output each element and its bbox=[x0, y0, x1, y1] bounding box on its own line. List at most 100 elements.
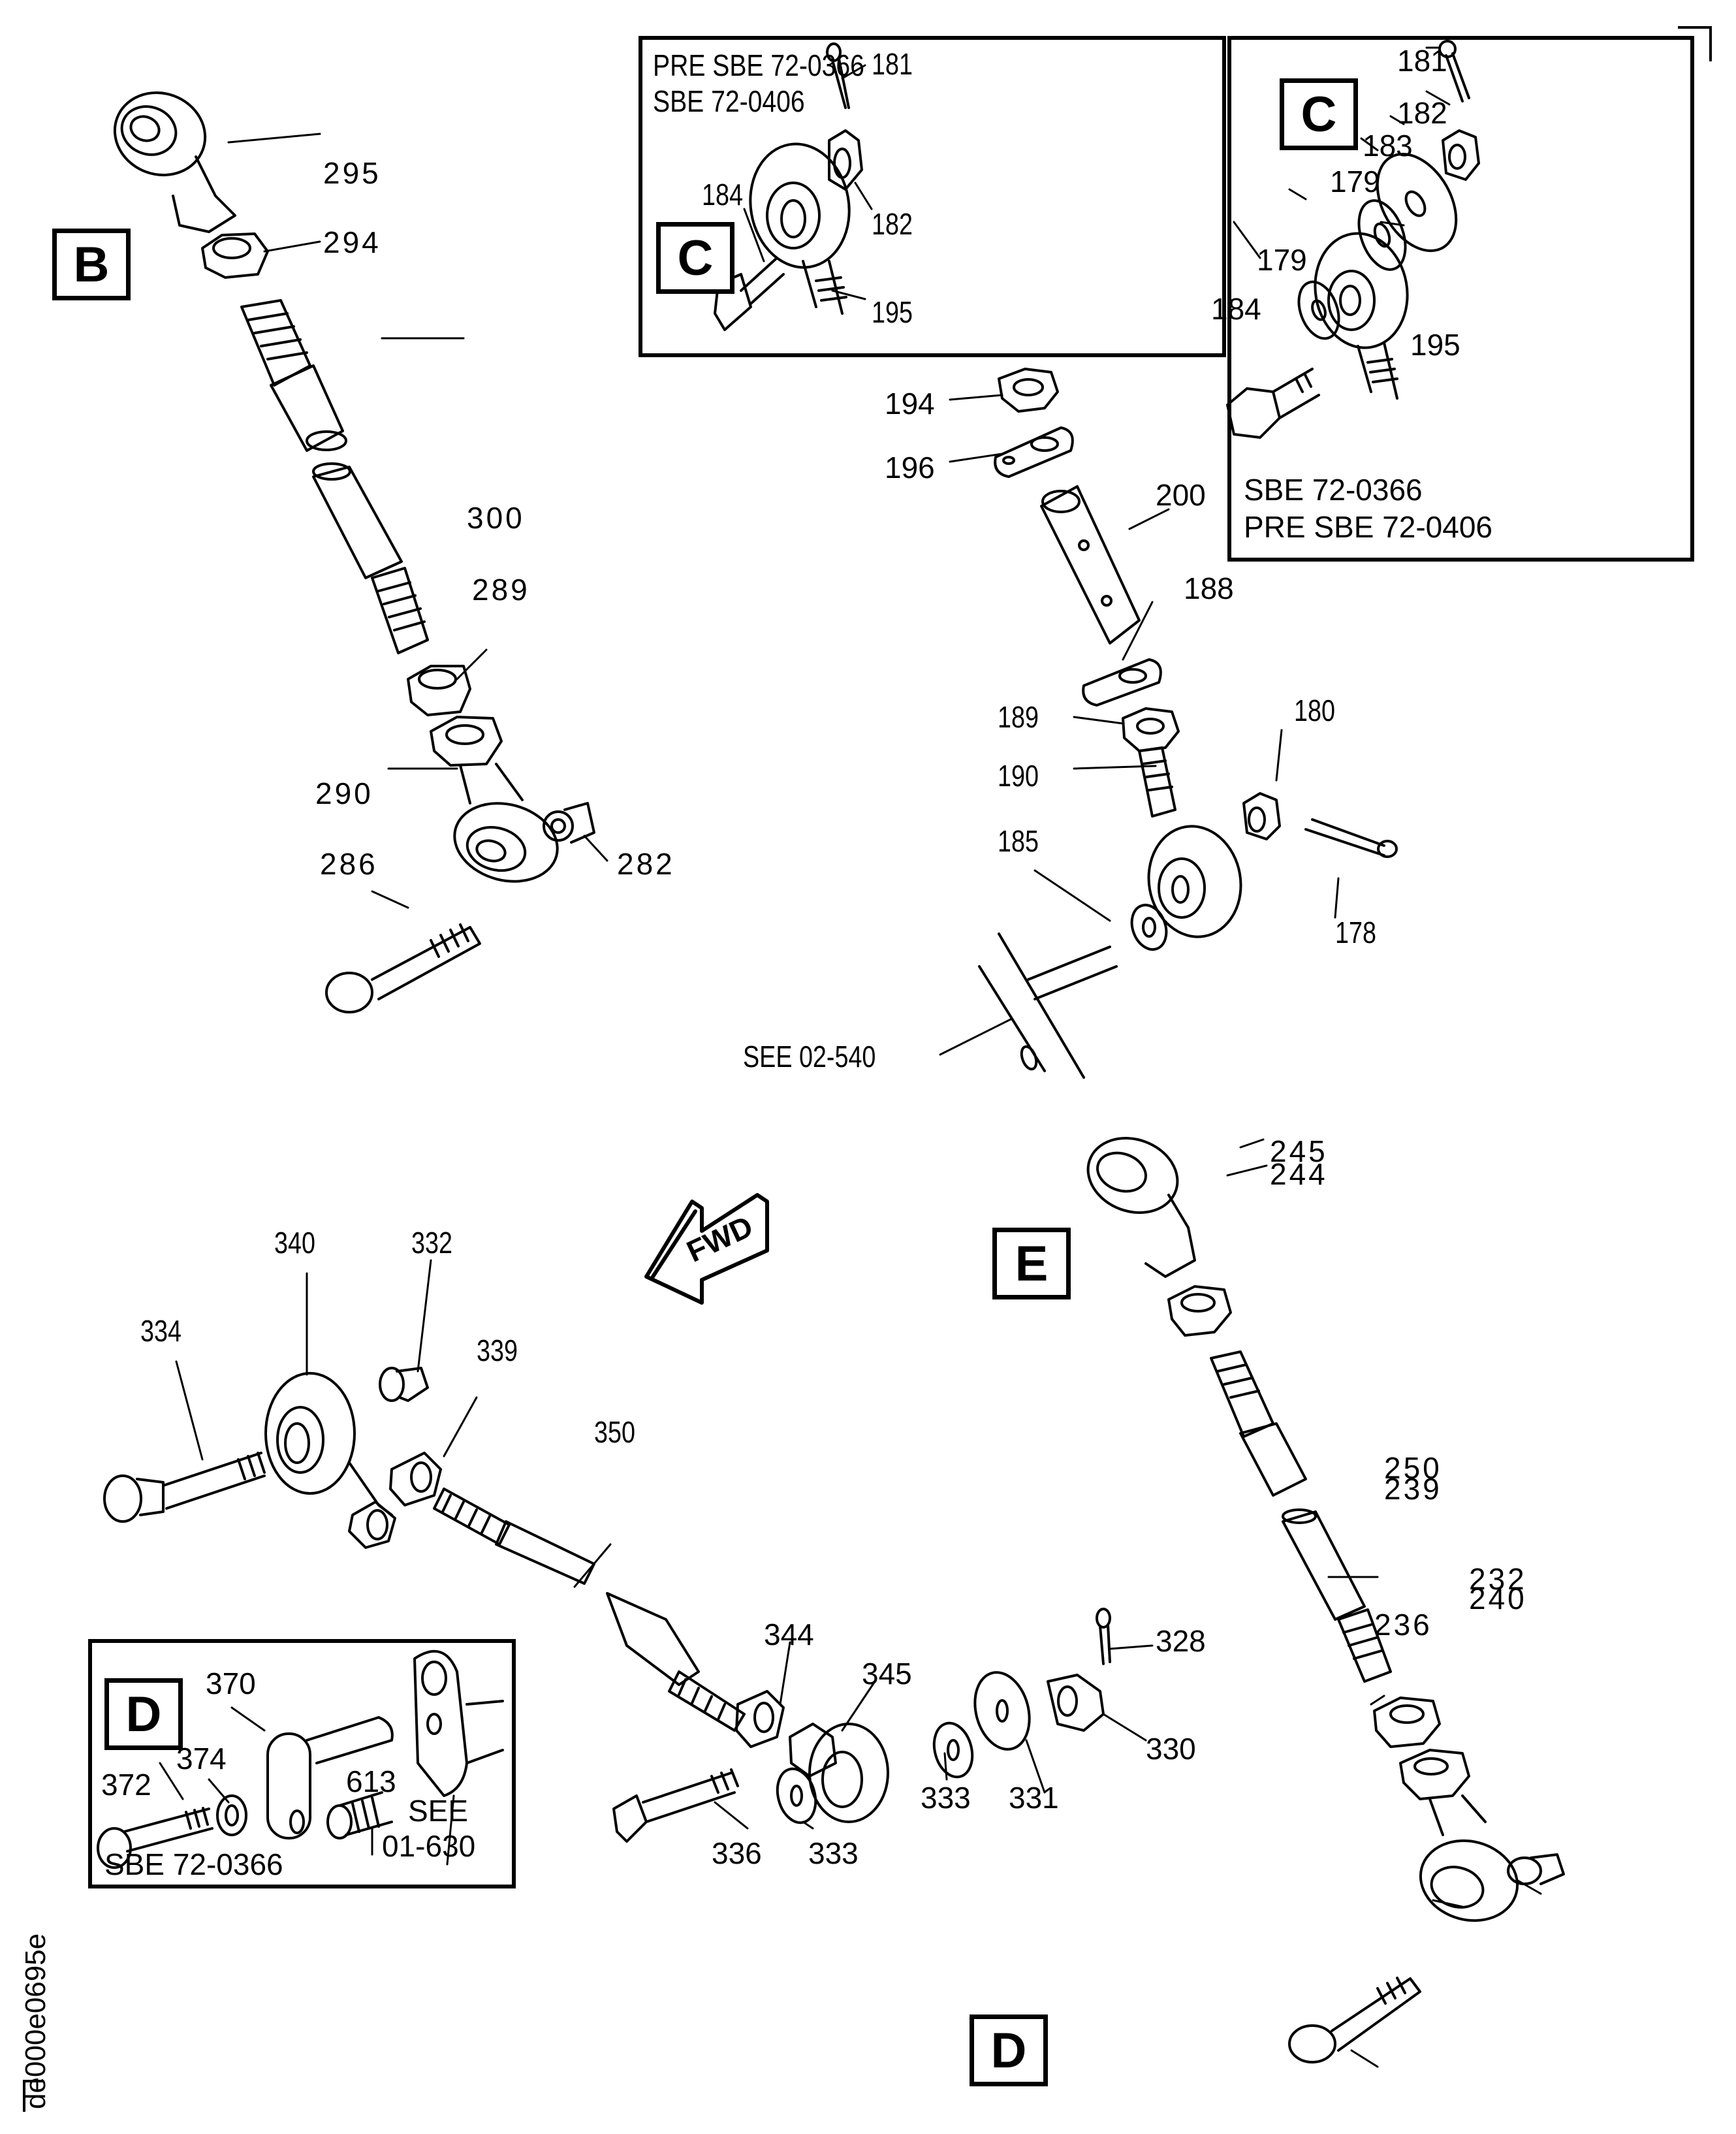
view-label-d-inset: D bbox=[104, 1678, 183, 1750]
inset-c-pre-note-1: PRE SBE 72-0366 bbox=[653, 48, 864, 82]
inset-d-assembly bbox=[97, 1649, 504, 1869]
callout-236: 236 bbox=[1374, 1608, 1432, 1642]
structure-02-540 bbox=[978, 932, 1118, 1079]
callout-195-pre: 195 bbox=[872, 295, 913, 329]
see-02-540-reference: SEE 02-540 bbox=[743, 1040, 876, 1074]
inset-c-pre-frame bbox=[639, 36, 1226, 357]
callout-181-pre: 181 bbox=[872, 47, 913, 81]
cotter-pin-181-pre bbox=[826, 42, 850, 109]
callout-372: 372 bbox=[101, 1768, 151, 1802]
callout-294: 294 bbox=[323, 225, 381, 259]
rod-end-240 bbox=[1399, 1749, 1519, 1922]
view-label-c-pre: C bbox=[656, 222, 734, 294]
tube-300 bbox=[312, 462, 429, 654]
callout-189: 189 bbox=[998, 700, 1039, 734]
self-locking-nut-282 bbox=[543, 802, 595, 844]
bolt-236 bbox=[1288, 1977, 1421, 2063]
callout-374: 374 bbox=[176, 1742, 227, 1776]
callout-182-pre: 182 bbox=[872, 207, 913, 241]
inset-c-post-note-1: SBE 72-0366 bbox=[1244, 473, 1423, 507]
crop-mark-top-right bbox=[1678, 26, 1712, 61]
view-d-assembly bbox=[103, 1259, 1154, 1843]
callout-295: 295 bbox=[323, 156, 381, 190]
drawing-id: de000e0695e bbox=[20, 1933, 52, 2109]
inset-c-pre-note-2: SBE 72-0406 bbox=[653, 84, 805, 118]
callout-232: 232 bbox=[1469, 1562, 1527, 1596]
nut-344 bbox=[735, 1690, 785, 1748]
rod-350 bbox=[433, 1488, 595, 1585]
callout-240: 240 bbox=[1469, 1582, 1527, 1616]
bolt-184-post bbox=[1226, 368, 1320, 439]
lever-01-630 bbox=[413, 1649, 504, 1797]
callout-182-post: 182 bbox=[1397, 96, 1447, 130]
inset-d-see-2: 01-630 bbox=[382, 1829, 476, 1863]
view-e-leaders bbox=[1226, 1138, 1542, 2068]
washer-183 bbox=[1376, 153, 1458, 252]
nut-189 bbox=[1122, 707, 1180, 752]
callout-183: 183 bbox=[1363, 129, 1413, 163]
inset-c-pre-leaders bbox=[743, 64, 873, 300]
rod-350-lower bbox=[606, 1592, 746, 1732]
cotter-pin-181-post bbox=[1438, 40, 1470, 103]
cotter-pin-328 bbox=[1096, 1608, 1111, 1665]
bolt-372 bbox=[97, 1807, 213, 1869]
callout-332: 332 bbox=[411, 1226, 452, 1260]
callout-188: 188 bbox=[1184, 571, 1234, 605]
castellated-nut-182-post bbox=[1442, 129, 1480, 181]
callout-613: 613 bbox=[346, 1764, 396, 1798]
rod-end-295 bbox=[113, 91, 236, 233]
rod-end-290 bbox=[430, 716, 559, 883]
rod-end-195-post bbox=[1314, 232, 1409, 400]
view-label-d-main: D bbox=[970, 2015, 1048, 2086]
washer-185 bbox=[1130, 904, 1168, 951]
tab-washer-196 bbox=[994, 426, 1074, 478]
callout-340: 340 bbox=[274, 1226, 315, 1260]
bolt-336 bbox=[612, 1768, 739, 1843]
spring-613 bbox=[326, 1791, 393, 1839]
callout-330: 330 bbox=[1146, 1732, 1196, 1766]
callout-195-post: 195 bbox=[1410, 328, 1460, 362]
view-c-leaders bbox=[939, 394, 1340, 1056]
washer-179-inner bbox=[1297, 280, 1340, 340]
barrel-200 bbox=[1040, 485, 1141, 645]
callout-194: 194 bbox=[885, 387, 935, 421]
callout-344: 344 bbox=[764, 1617, 814, 1651]
callout-328: 328 bbox=[1156, 1624, 1206, 1658]
inset-c-pre-assembly bbox=[714, 42, 873, 331]
view-label-e: E bbox=[992, 1228, 1071, 1299]
rod-end-190 bbox=[1138, 746, 1242, 938]
callout-245: 245 bbox=[1270, 1134, 1328, 1168]
inset-d-frame bbox=[88, 1639, 516, 1888]
link-370 bbox=[266, 1716, 394, 1839]
callout-339: 339 bbox=[477, 1333, 518, 1367]
callout-239: 239 bbox=[1384, 1472, 1442, 1506]
callout-286: 286 bbox=[320, 847, 378, 881]
callout-333-left: 333 bbox=[808, 1836, 859, 1870]
callout-184-post: 184 bbox=[1211, 292, 1261, 326]
callout-370: 370 bbox=[206, 1666, 256, 1700]
callout-200: 200 bbox=[1156, 478, 1206, 512]
bolt-286 bbox=[325, 923, 481, 1013]
callout-334: 334 bbox=[140, 1314, 181, 1348]
fwd-arrow-icon bbox=[644, 1193, 769, 1305]
callout-244: 244 bbox=[1270, 1157, 1328, 1191]
rod-end-345 bbox=[789, 1723, 889, 1823]
callout-179-inner: 179 bbox=[1257, 243, 1307, 277]
nut-332 bbox=[379, 1367, 429, 1402]
nut-339 bbox=[389, 1452, 442, 1506]
callout-185: 185 bbox=[998, 824, 1039, 858]
callout-180: 180 bbox=[1294, 693, 1335, 727]
callout-282: 282 bbox=[617, 847, 675, 881]
callout-250: 250 bbox=[1384, 1451, 1442, 1485]
view-label-c-post: C bbox=[1280, 78, 1358, 150]
tube-250 bbox=[1282, 1508, 1392, 1683]
inset-c-post-assembly bbox=[1226, 40, 1480, 439]
washer-333-right bbox=[932, 1721, 974, 1779]
view-b-leaders bbox=[227, 133, 608, 909]
inset-c-post-frame bbox=[1227, 36, 1694, 562]
rod-end-245 bbox=[1086, 1137, 1196, 1278]
bolt-184-pre bbox=[714, 257, 785, 331]
jam-nut-289 bbox=[407, 665, 471, 716]
inset-c-post-leaders bbox=[1233, 46, 1451, 259]
view-b-assembly bbox=[113, 91, 608, 1013]
